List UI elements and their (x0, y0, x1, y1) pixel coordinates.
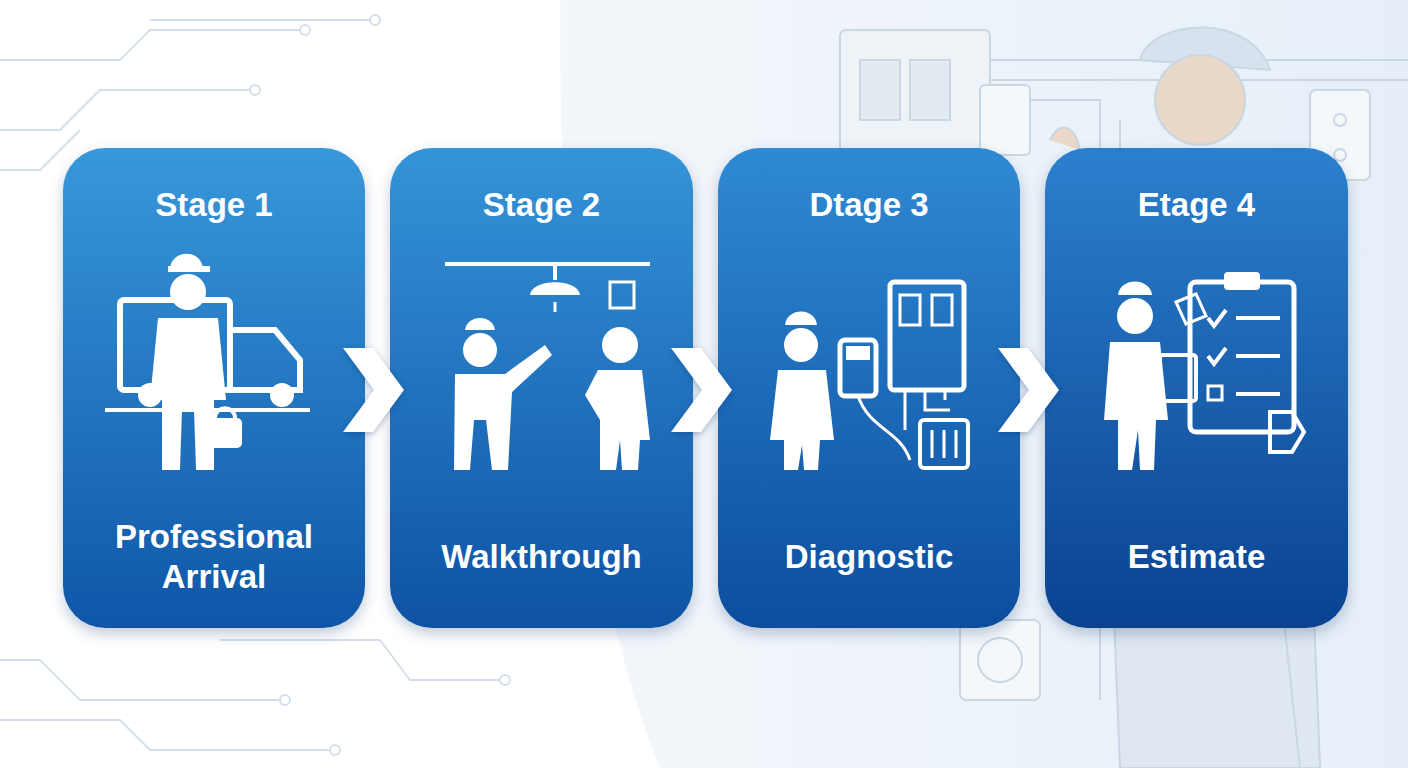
walkthrough-icon (445, 264, 650, 470)
arrival-icon (105, 254, 310, 470)
stage-number: Stage 1 (63, 186, 365, 224)
stage-label: Estimate (1045, 537, 1348, 577)
stage-number: Stage 2 (390, 186, 693, 224)
stage-label: Diagnostic (718, 537, 1020, 577)
stage-label: Walkthrough (390, 537, 693, 577)
stage-label: Professional Arrival (63, 517, 365, 597)
chevron-arrow (343, 348, 404, 432)
chevron-arrow (998, 348, 1059, 432)
stage-box: Etage 4 Estimate (1045, 148, 1348, 628)
stage-number: Dtage 3 (718, 186, 1020, 224)
chevron-arrow (671, 348, 732, 432)
stage-number: Etage 4 (1045, 186, 1348, 224)
diagnostic-icon (770, 282, 968, 470)
stage-box: Stage 2 Walkthrough (390, 148, 693, 628)
stage-box: Dtage 3 Diagnostic (718, 148, 1020, 628)
estimate-icon (1104, 272, 1304, 470)
stage-box: Stage 1 Professional Arrival (63, 148, 365, 628)
